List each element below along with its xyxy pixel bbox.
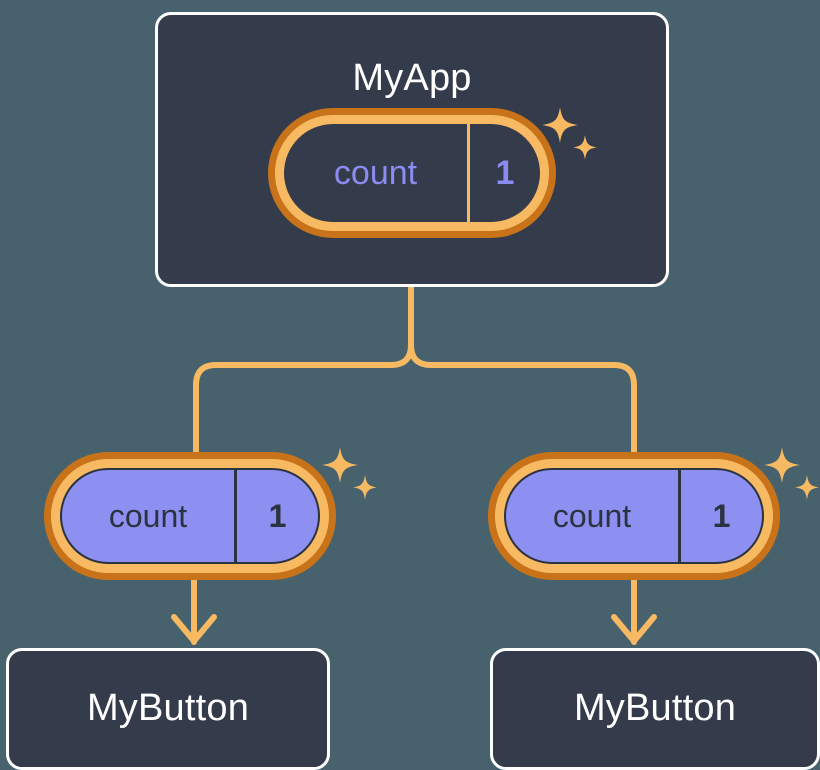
state-pill-body: count 1 [284, 124, 540, 222]
state-pill-left-child[interactable]: count 1 [44, 452, 336, 580]
sparkle-small-icon [353, 475, 377, 500]
component-label-mybutton-right: MyButton [573, 687, 737, 729]
state-value-label: 1 [268, 497, 287, 534]
state-divider [467, 124, 470, 222]
state-pill-inner-ring: count 1 [275, 115, 549, 231]
state-key-label: count [552, 497, 632, 534]
sparkle-small-icon [795, 475, 819, 500]
component-label-mybutton-left: MyButton [86, 687, 250, 729]
component-box-mybutton-right[interactable]: MyButton [490, 648, 820, 770]
state-pill-inner-ring: count 1 [51, 459, 329, 573]
sparkle-large-icon [322, 447, 358, 483]
state-key-label: count [333, 153, 418, 192]
state-pill-body: count 1 [504, 468, 764, 564]
state-value-label: 1 [712, 497, 731, 534]
state-pill-right-child[interactable]: count 1 [488, 452, 780, 580]
state-pill-body: count 1 [60, 468, 320, 564]
component-box-mybutton-left[interactable]: MyButton [6, 648, 330, 770]
sparkle-large-icon [764, 447, 800, 483]
state-divider [678, 470, 681, 562]
state-value-label: 1 [495, 153, 515, 192]
state-pill-myapp[interactable]: count 1 [268, 108, 556, 238]
state-divider [234, 470, 237, 562]
state-key-label: count [108, 497, 188, 534]
component-label-myapp: MyApp [352, 57, 472, 99]
state-pill-inner-ring: count 1 [495, 459, 773, 573]
